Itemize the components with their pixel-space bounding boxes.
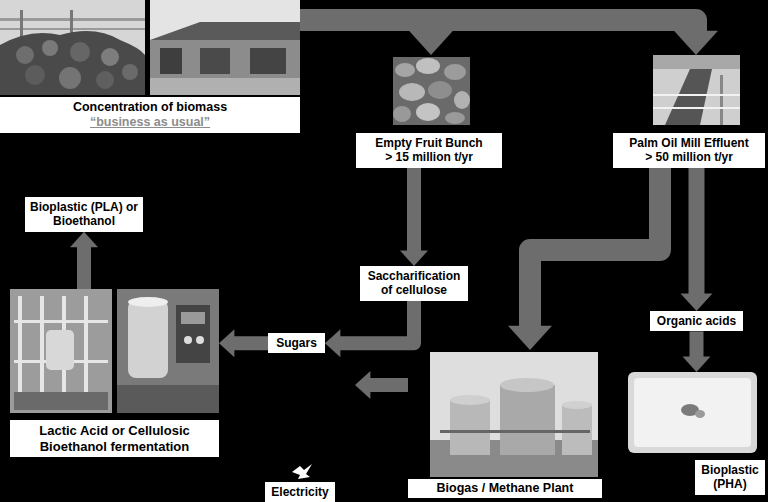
flow-arrow — [300, 20, 718, 55]
arrow-shaft — [300, 20, 696, 32]
node-label: Palm Oil Mill Effluent — [617, 136, 761, 150]
arrow-shaft — [407, 168, 421, 252]
node-label: Electricity — [269, 485, 331, 499]
flow-arrow — [355, 371, 408, 399]
node-label: Organic acids — [654, 314, 739, 328]
arrow-head — [409, 31, 453, 55]
process-box: Bioplastic (PLA) or Bioethanol — [25, 197, 143, 232]
photo-space — [628, 372, 765, 453]
process-box: Bioplastic (PHA) — [628, 372, 765, 495]
arrow-head — [681, 293, 713, 311]
arrow-shaft — [690, 331, 704, 357]
arrow-shaft — [530, 168, 660, 327]
arrow-shaft — [77, 246, 91, 289]
arrow-head — [674, 31, 718, 55]
fermenter-photo — [117, 289, 219, 413]
node-sublabel: > 15 million t/yr — [360, 150, 498, 164]
label-box: Bioplastic (PHA) — [695, 460, 765, 495]
arrow-shaft — [689, 168, 705, 295]
arrow-shaft — [233, 336, 268, 350]
photo-space — [356, 55, 502, 125]
label-box: Concentration of biomass“business as usu… — [0, 97, 300, 133]
node-label: Bioplastic (PHA) — [697, 463, 763, 492]
process-box: Palm Oil Mill Effluent> 50 million t/yr — [613, 55, 765, 168]
photo-space — [0, 0, 300, 95]
arrow-head — [683, 357, 711, 372]
node-label: Empty Fruit Bunch — [360, 136, 498, 150]
label-box: Lactic Acid or Cellulosic Bioethanol fer… — [10, 420, 219, 457]
flow-arrow — [681, 168, 713, 311]
process-box: Sugars — [268, 333, 325, 353]
spark-icon — [292, 464, 312, 479]
label-box: Empty Fruit Bunch> 15 million t/yr — [356, 133, 502, 168]
process-box: Lactic Acid or Cellulosic Bioethanol fer… — [10, 289, 219, 457]
flow-arrow — [508, 168, 660, 350]
arrow-head — [70, 232, 98, 247]
label-box: Biogas / Methane Plant — [408, 479, 602, 498]
fermenter-photo — [10, 289, 112, 413]
photo-space — [245, 362, 355, 478]
arrow-head — [219, 329, 234, 357]
mill-photo — [150, 0, 300, 95]
arrow-head — [508, 326, 552, 350]
flow-arrow — [325, 301, 414, 357]
node-label: Lactic Acid or Cellulosic Bioethanol fer… — [14, 423, 215, 454]
flow-arrow — [400, 168, 428, 266]
node-sublabel: “business as usual” — [4, 115, 296, 130]
biomass-photo — [0, 0, 145, 95]
photo-space — [613, 55, 765, 125]
process-box: Empty Fruit Bunch> 15 million t/yr — [356, 55, 502, 168]
node-label: Sugars — [272, 336, 321, 350]
biogas-plant-photo — [430, 352, 598, 477]
fruit-bunch-photo — [393, 57, 470, 125]
label-box: Sugars — [268, 333, 325, 353]
process-box: Organic acids — [650, 311, 743, 331]
arrow-shaft — [339, 301, 414, 343]
node-sublabel: > 50 million t/yr — [617, 150, 761, 164]
arrow-shaft — [369, 378, 408, 392]
label-box: Electricity — [265, 482, 335, 502]
flow-arrow — [683, 331, 711, 372]
bioplastic-film-photo — [628, 372, 757, 453]
process-box: Electricity — [245, 362, 355, 502]
arrow-head — [400, 251, 428, 266]
arrow-head — [325, 329, 340, 357]
flow-arrow — [70, 232, 98, 289]
process-box: Saccharification of cellulose — [360, 266, 468, 301]
process-box: Biogas / Methane Plant — [408, 350, 602, 498]
effluent-photo — [653, 55, 740, 125]
photo-space — [408, 350, 602, 477]
photo-space — [10, 289, 219, 413]
label-box: Palm Oil Mill Effluent> 50 million t/yr — [613, 133, 765, 168]
process-box: Concentration of biomass“business as usu… — [0, 0, 300, 133]
node-label: Bioplastic (PLA) or Bioethanol — [29, 200, 139, 229]
node-label: Saccharification of cellulose — [364, 269, 464, 298]
label-box: Organic acids — [650, 311, 743, 331]
node-label: Concentration of biomass — [4, 100, 296, 115]
flow-arrow — [219, 329, 268, 357]
node-label: Biogas / Methane Plant — [412, 481, 598, 496]
label-box: Saccharification of cellulose — [360, 266, 468, 301]
label-box: Bioplastic (PLA) or Bioethanol — [25, 197, 143, 232]
arrow-head — [355, 371, 370, 399]
